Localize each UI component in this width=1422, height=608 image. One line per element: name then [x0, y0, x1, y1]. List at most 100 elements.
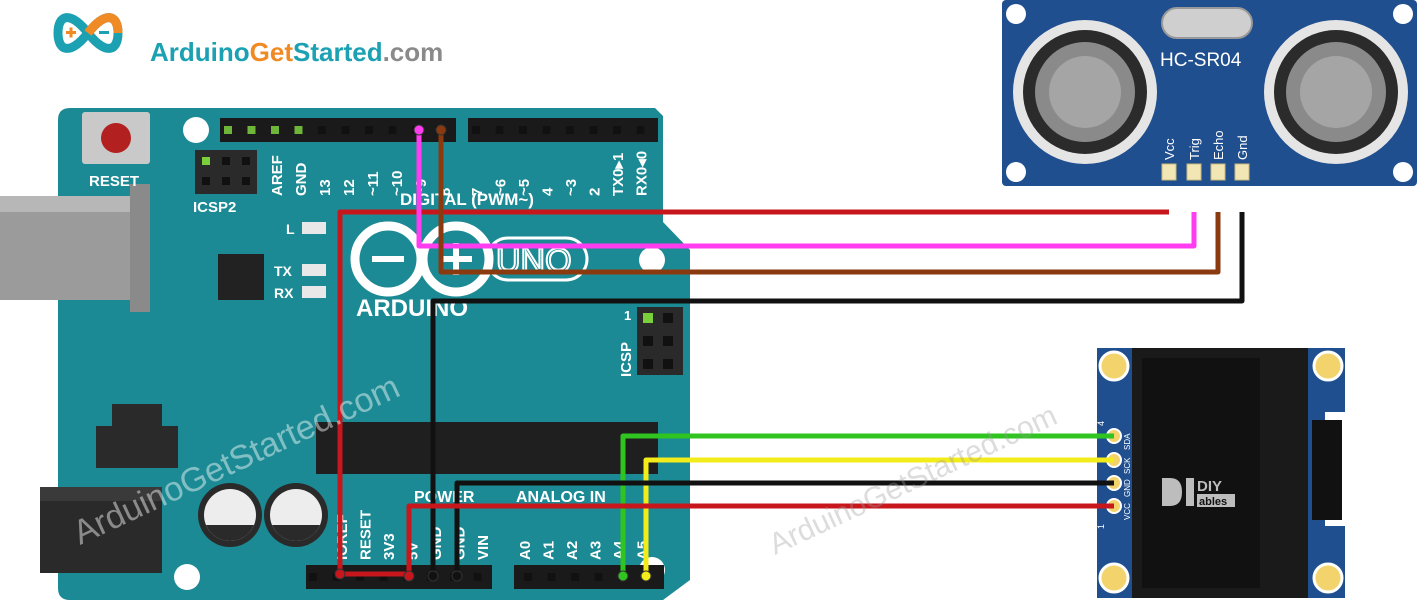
usb-connector	[0, 184, 150, 312]
reset-label: RESET	[89, 173, 139, 190]
sensor-pin	[1161, 163, 1177, 181]
watermark-right: ArduinoGetStarted.com	[764, 399, 1062, 561]
digital-pin-label: ~6	[493, 179, 510, 196]
digital-pin-label: 4	[540, 187, 557, 196]
usb-chip	[218, 254, 264, 300]
sensor-pin	[1210, 163, 1226, 181]
wire-endpoint	[334, 568, 346, 580]
sensor-pin-label: Vcc	[1162, 138, 1177, 160]
digital-pin-label: 13	[317, 179, 334, 196]
oled-ribbon-connector	[1312, 420, 1342, 520]
crystal-oscillator	[1161, 7, 1253, 39]
header-pin	[318, 126, 326, 134]
led-tx	[302, 264, 326, 276]
header-pin	[356, 573, 364, 581]
site-logo: ArduinoGetStarted.com	[53, 13, 443, 67]
header-pin	[519, 126, 527, 134]
digital-header-right-pins	[472, 126, 645, 134]
hc-sr04-sensor: HC-SR04 Vcc Trig Echo Gnd	[1002, 0, 1417, 186]
sensor-pins: Vcc Trig Echo Gnd	[1161, 130, 1250, 181]
header-pin	[341, 126, 350, 134]
wire-endpoint	[640, 570, 652, 582]
header-pin	[571, 573, 579, 581]
wire-sck-to-a5	[643, 457, 1114, 576]
digital-label: DIGITAL (PWM~)	[400, 190, 534, 209]
digital-pin-label: ~5	[516, 179, 533, 196]
capacitor-2	[264, 483, 328, 547]
digital-pin-label: TX0▸1	[610, 153, 627, 196]
icsp-pin-one-label: 1	[624, 308, 631, 323]
header-pin	[594, 573, 603, 581]
header-pin	[309, 573, 317, 581]
header-pin	[473, 573, 482, 581]
digital-pin-label: 12	[341, 179, 358, 196]
digital-pin-label: 7	[469, 188, 486, 196]
oled-pin-label: SCK	[1123, 457, 1132, 474]
digital-pin-label: 2	[587, 188, 604, 196]
analog-header	[514, 565, 664, 589]
voltage-regulator	[96, 404, 178, 468]
sensor-pin	[1186, 163, 1202, 181]
oled-pin-label: GND	[1123, 479, 1132, 497]
wire-endpoint	[617, 570, 629, 582]
wire-endpoints	[334, 124, 652, 582]
led-tx-label: TX	[274, 263, 293, 279]
arduino-infinity-icon	[350, 221, 494, 297]
led-rx	[302, 286, 326, 298]
header-pin	[566, 126, 574, 134]
header-pin	[636, 126, 645, 134]
ultrasonic-transducer-left	[1013, 20, 1157, 164]
wire-endpoint	[413, 124, 425, 136]
arduino-uno-board: RESET ICSP2 L TX RX ARDUINO	[0, 108, 690, 600]
oled-pin-label: VCC	[1123, 503, 1132, 520]
icsp2-header	[195, 150, 257, 194]
digital-pin-label: ~10	[389, 171, 406, 196]
sensor-pin-label: Echo	[1211, 130, 1226, 160]
sensor-pin-label: Trig	[1187, 138, 1202, 160]
header-pin	[365, 126, 373, 134]
sensor-name-label: HC-SR04	[1160, 50, 1242, 71]
capacitor-1	[198, 483, 262, 547]
digital-pin-label: 8	[437, 188, 454, 196]
dc-power-jack	[40, 487, 162, 573]
sensor-pin-label: Gnd	[1235, 135, 1250, 160]
header-pin	[495, 126, 504, 134]
svg-text:ArduinoGetStarted.com: ArduinoGetStarted.com	[150, 37, 443, 67]
power-pin-label: RESET	[358, 510, 375, 560]
icsp-header	[637, 307, 683, 375]
logo-part-get: Get	[250, 37, 294, 67]
header-pin	[472, 126, 480, 134]
oled-brand-top: DIY	[1197, 478, 1222, 495]
header-pin	[589, 126, 598, 134]
wire-oled-vcc-to-5v	[406, 503, 1114, 576]
logo-part-started: Started	[293, 37, 383, 67]
led-l	[302, 222, 326, 234]
wire-sda-to-a4	[620, 433, 1114, 576]
wire-trig-to-pin9	[416, 130, 1197, 249]
oled-pin-label: SDA	[1123, 433, 1132, 450]
oled-pin-num-top: 4	[1096, 421, 1106, 426]
icsp-label: ICSP	[618, 342, 635, 377]
oled-brand-bottom: ables	[1199, 496, 1227, 508]
header-pin	[613, 126, 621, 134]
header-pin	[294, 126, 303, 134]
power-label: POWER	[414, 489, 475, 506]
wire-sensor-gnd-to-gnd	[430, 212, 1245, 576]
digital-pin-label: ~11	[365, 171, 382, 196]
logo-part-arduino: Arduino	[150, 37, 250, 67]
header-pin	[547, 573, 556, 581]
led-rx-label: RX	[274, 285, 294, 301]
header-pin	[379, 573, 388, 581]
wire-echo-to-pin8	[438, 130, 1221, 275]
analog-label: ANALOG IN	[516, 489, 606, 506]
power-pin-label: 3V3	[381, 533, 398, 560]
header-pin	[542, 126, 551, 134]
header-pin	[271, 126, 279, 134]
reset-button	[82, 112, 150, 164]
microcontroller-chip	[316, 422, 658, 474]
wire-endpoint	[435, 124, 447, 136]
